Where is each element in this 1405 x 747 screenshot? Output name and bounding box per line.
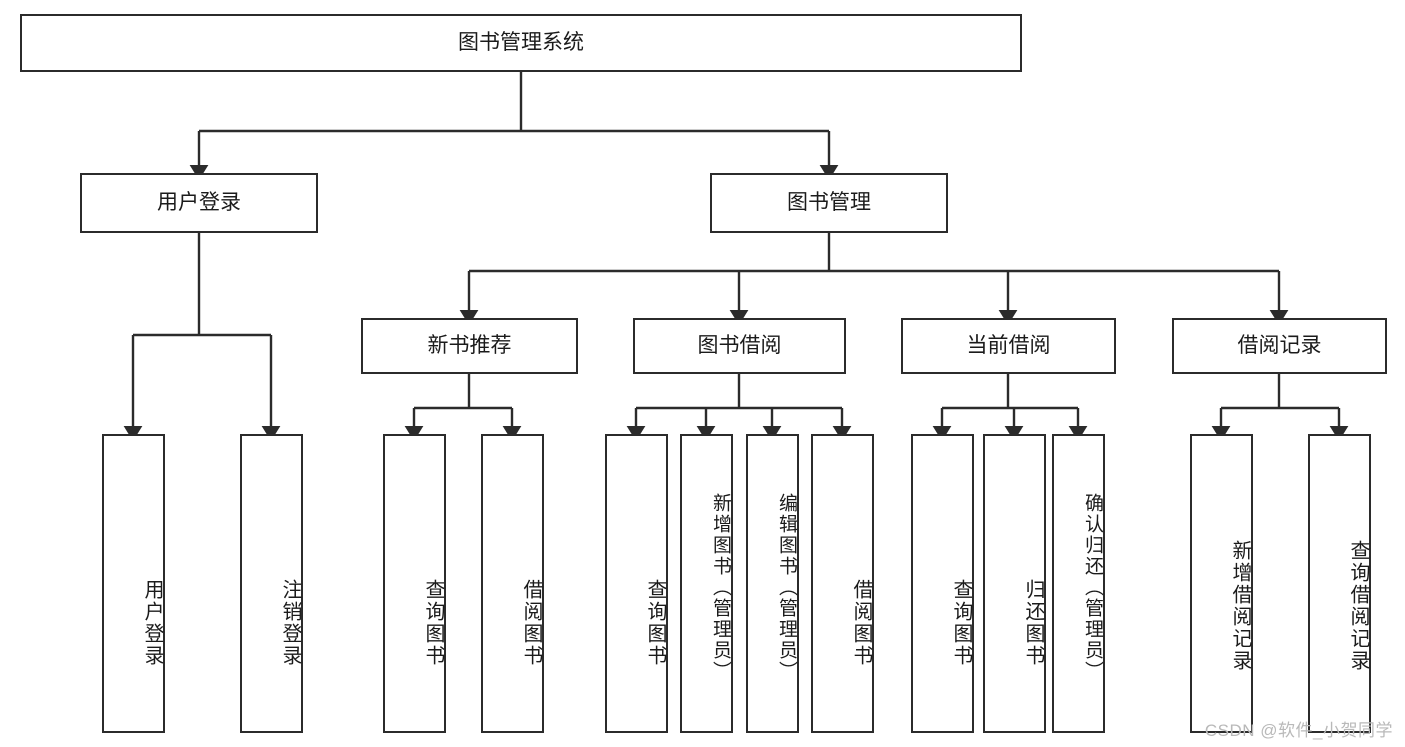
node-leaf-query-borrow-record-label: 查询借阅记录 (1347, 539, 1369, 672)
node-current-borrow[interactable]: 当前借阅 (901, 318, 1116, 374)
node-leaf-edit-book-label: 编辑图书（管理员） (776, 493, 797, 682)
node-leaf-return-book-label: 归还图书 (1022, 578, 1044, 667)
edge-paths (123, 72, 1349, 442)
node-new-book-recommend[interactable]: 新书推荐 (361, 318, 578, 374)
node-borrow-record-label: 借阅记录 (1237, 333, 1322, 357)
node-book-borrow[interactable]: 图书借阅 (633, 318, 846, 374)
node-user-login-label: 用户登录 (157, 190, 241, 214)
csdn-watermark: CSDN @软件_小贺同学 (1204, 721, 1393, 740)
node-leaf-query-book-recommend[interactable]: 查询图书 (383, 434, 446, 733)
node-leaf-query-borrow-record[interactable]: 查询借阅记录 (1308, 434, 1371, 733)
node-new-book-recommend-label: 新书推荐 (427, 333, 512, 357)
node-leaf-user-logout-label: 注销登录 (279, 578, 301, 667)
node-book-manage-label: 图书管理 (787, 190, 871, 214)
node-leaf-user-logout[interactable]: 注销登录 (240, 434, 303, 733)
node-root-label: 图书管理系统 (458, 30, 584, 54)
node-leaf-confirm-return[interactable]: 确认归还（管理员） (1052, 434, 1105, 733)
node-leaf-user-login[interactable]: 用户登录 (102, 434, 165, 733)
node-user-login[interactable]: 用户登录 (80, 173, 318, 233)
node-borrow-record[interactable]: 借阅记录 (1172, 318, 1387, 374)
node-leaf-user-login-label: 用户登录 (141, 578, 163, 667)
node-leaf-edit-book[interactable]: 编辑图书（管理员） (746, 434, 799, 733)
node-leaf-add-book-label: 新增图书（管理员） (710, 493, 731, 682)
node-root[interactable]: 图书管理系统 (20, 14, 1022, 72)
node-leaf-borrow-book-borrow[interactable]: 借阅图书 (811, 434, 874, 733)
node-leaf-add-book[interactable]: 新增图书（管理员） (680, 434, 733, 733)
node-current-borrow-label: 当前借阅 (966, 333, 1051, 357)
node-leaf-query-book-current-label: 查询图书 (950, 578, 972, 667)
node-leaf-query-book-recommend-label: 查询图书 (422, 578, 444, 667)
node-leaf-query-book-borrow-label: 查询图书 (644, 578, 666, 667)
node-book-manage[interactable]: 图书管理 (710, 173, 948, 233)
node-leaf-add-borrow-record[interactable]: 新增借阅记录 (1190, 434, 1253, 733)
node-leaf-return-book[interactable]: 归还图书 (983, 434, 1046, 733)
node-book-borrow-label: 图书借阅 (697, 333, 782, 357)
node-leaf-borrow-book-borrow-label: 借阅图书 (850, 578, 872, 667)
node-leaf-query-book-current[interactable]: 查询图书 (911, 434, 974, 733)
node-leaf-add-borrow-record-label: 新增借阅记录 (1229, 539, 1251, 672)
node-leaf-borrow-book-recommend[interactable]: 借阅图书 (481, 434, 544, 733)
node-leaf-borrow-book-recommend-label: 借阅图书 (520, 578, 542, 667)
node-leaf-confirm-return-label: 确认归还（管理员） (1082, 493, 1103, 682)
node-leaf-query-book-borrow[interactable]: 查询图书 (605, 434, 668, 733)
